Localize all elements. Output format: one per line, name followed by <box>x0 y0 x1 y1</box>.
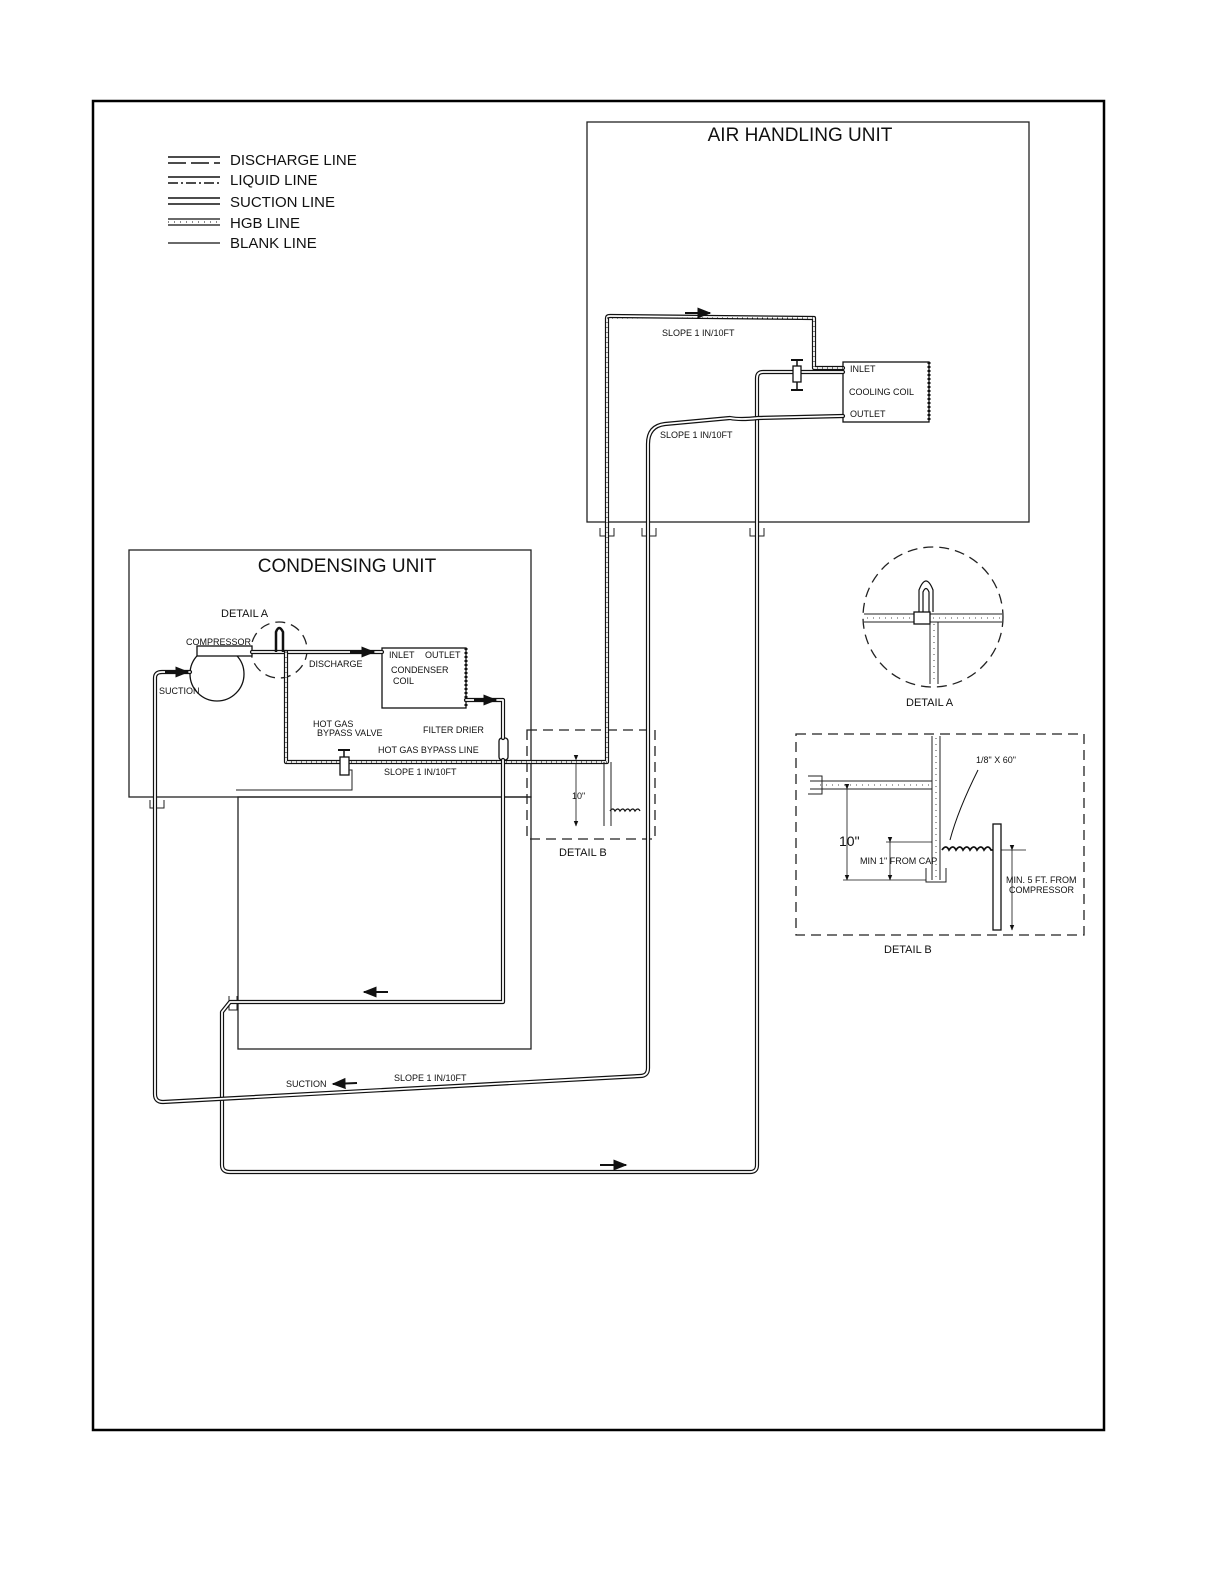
hgbv-label-1: HOT GAS <box>313 719 353 729</box>
detail-b-box <box>795 733 1085 936</box>
legend-blank-label: BLANK LINE <box>230 235 317 252</box>
cu-slope-label: SLOPE 1 IN/10FT <box>384 767 457 777</box>
legend-suction-label: SUCTION LINE <box>230 194 335 211</box>
condenser-coil <box>381 647 467 709</box>
cooling-coil-inlet-label: INLET <box>850 364 876 374</box>
condenser-coil-label-2: COIL <box>393 676 414 686</box>
detail-b-reference: 10" DETAIL B <box>526 729 656 859</box>
expansion-valve <box>792 365 802 383</box>
detail-b-cap-label: 1/8" X 60" <box>976 755 1016 765</box>
detail-b-min-comp-label-2: COMPRESSOR <box>1009 885 1075 895</box>
detail-b: 1/8" X 60" 10" MIN 1" FROM CAP MIN. 5 FT… <box>795 733 1085 956</box>
discharge-loop <box>274 626 285 652</box>
condenser-coil-label-1: CONDENSER <box>391 665 449 675</box>
capillary-coil <box>941 846 996 852</box>
liquid-line <box>219 369 846 1175</box>
detail-b-min-cap-label: MIN 1" FROM CAP <box>860 856 937 866</box>
legend-discharge-symbol <box>168 156 220 164</box>
filter-drier-label: FILTER DRIER <box>423 725 484 735</box>
page-frame <box>91 99 1106 1432</box>
detail-a: DETAIL A <box>862 546 1004 709</box>
detail-b-label: DETAIL B <box>884 944 932 956</box>
air-handling-unit: AIR HANDLING UNIT INLET COOLING COIL OUT… <box>586 121 1030 537</box>
cooling-coil-label: COOLING COIL <box>849 387 914 397</box>
compressor-top <box>196 645 253 657</box>
detail-a-circle <box>862 546 1004 688</box>
legend-discharge-label: DISCHARGE LINE <box>230 152 357 169</box>
condenser-inlet-label: INLET <box>389 650 415 660</box>
air-handling-unit-title: AIR HANDLING UNIT <box>708 125 893 146</box>
detail-b-reference-box <box>526 729 656 840</box>
legend-liquid-symbol <box>168 176 220 184</box>
legend-suction-symbol <box>168 197 220 205</box>
filter-drier <box>498 737 509 761</box>
hot-gas-bypass-line <box>283 313 846 765</box>
detail-a-loop <box>918 580 934 612</box>
legend-hgb-symbol <box>168 218 220 226</box>
hgbv-label-2: BYPASS VALVE <box>317 728 383 738</box>
condensing-unit: CONDENSING UNIT DETAIL A COMPRESSOR SUCT… <box>128 549 532 1050</box>
legend: DISCHARGE LINE LIQUID LINE SUCTION LINE … <box>168 152 357 252</box>
detail-b-reference-coil <box>609 808 641 813</box>
detail-b-dim-label: 10" <box>839 833 860 849</box>
hgb-line-label: HOT GAS BYPASS LINE <box>378 745 479 755</box>
discharge-label-cu: DISCHARGE <box>309 659 363 669</box>
cooling-coil-outlet-label: OUTLET <box>850 409 886 419</box>
detail-b-reference-label: DETAIL B <box>559 847 607 859</box>
condenser-outlet-label: OUTLET <box>425 650 461 660</box>
hot-gas-bypass-valve <box>339 756 350 776</box>
legend-liquid-label: LIQUID LINE <box>230 172 318 189</box>
suction-label-cu: SUCTION <box>159 686 200 696</box>
condensing-unit-base <box>237 796 532 1050</box>
flow-arrow-suction-lower <box>331 1077 358 1090</box>
inline-components <box>236 359 803 791</box>
lower-slope-label: SLOPE 1 IN/10FT <box>394 1073 467 1083</box>
suction-line <box>152 413 846 1105</box>
condensing-unit-title: CONDENSING UNIT <box>258 556 437 577</box>
lower-suction-label: SUCTION <box>286 1079 327 1089</box>
detail-a-label: DETAIL A <box>906 697 954 709</box>
air-handling-unit-box <box>586 121 1030 523</box>
ahu-slope-mid-label: SLOPE 1 IN/10FT <box>660 430 733 440</box>
legend-hgb-label: HGB LINE <box>230 215 300 232</box>
trap-riser <box>603 762 612 826</box>
detail-a-reference-label: DETAIL A <box>221 608 269 620</box>
flow-arrows <box>165 307 712 1171</box>
ahu-slope-top-label: SLOPE 1 IN/10FT <box>662 328 735 338</box>
cooling-coil <box>842 361 930 423</box>
detail-b-compressor-post <box>992 823 1002 931</box>
detail-b-reference-dim: 10" <box>572 791 585 801</box>
compressor-label: COMPRESSOR <box>186 637 252 647</box>
detail-b-min-comp-label-1: MIN. 5 FT. FROM <box>1006 875 1077 885</box>
